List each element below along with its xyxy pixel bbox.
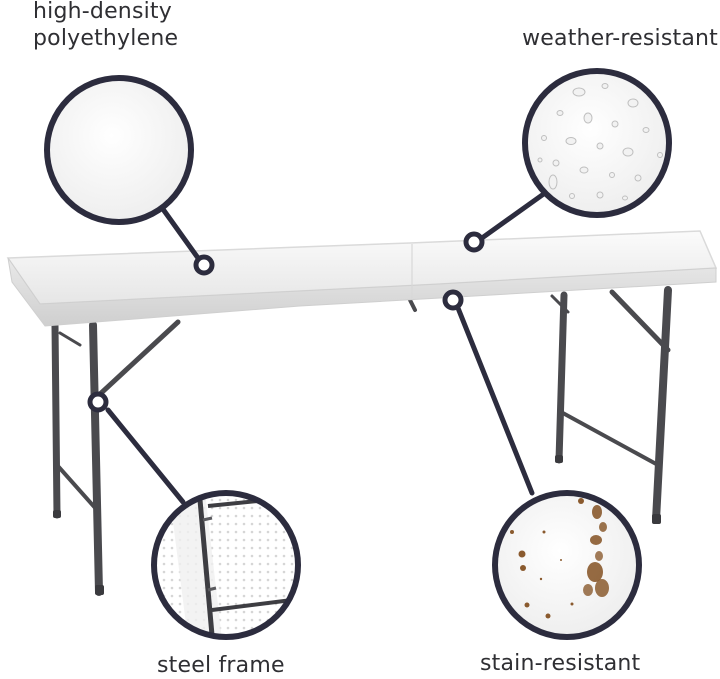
callout-lines [105,190,548,505]
feature-label-stain: stain-resistant [480,650,640,677]
feature-label-weather: weather-resistant [522,25,718,52]
table-top [6,230,718,327]
feature-label-line: steel frame [157,653,285,678]
feature-label-steel: steel frame [157,652,285,679]
zoom-circle-weather [522,68,672,218]
table-frame [51,286,672,596]
zoom-circle-stain [492,490,642,640]
feature-label-line: high-density [33,0,172,24]
feature-label-line: weather-resistant [522,26,718,51]
feature-label-line: polyethylene [33,26,179,51]
feature-label-hdpe: high-density polyethylene [33,0,178,52]
zoom-circle-hdpe [44,75,194,225]
feature-label-line: stain-resistant [480,651,641,676]
callout-anchors [87,231,485,413]
zoom-circle-steel [151,490,301,640]
leg-feet [53,455,661,595]
